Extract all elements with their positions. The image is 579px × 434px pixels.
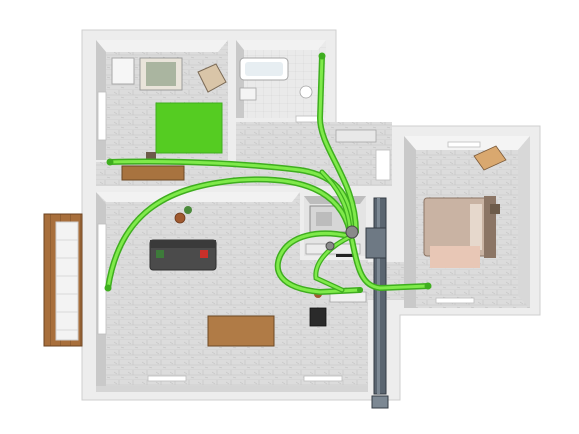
wardrobe	[111, 57, 135, 85]
pipe-highlight	[377, 198, 380, 394]
hallway-furniture	[335, 129, 391, 181]
plant-icon	[184, 206, 192, 214]
stairs-icon	[56, 239, 78, 331]
diffuser-bedroom-right	[424, 282, 432, 290]
bathroom-fixtures	[239, 57, 321, 123]
window-bedroom-right-top	[447, 141, 481, 148]
bedroom-left-furniture	[111, 57, 227, 181]
toilet-icon	[299, 85, 313, 99]
wall-shade-bottom	[96, 386, 368, 392]
wall-shade-bedroom-right-side	[404, 136, 416, 308]
bed-blanket	[146, 62, 176, 86]
bed-throw	[430, 246, 480, 268]
window-living-bottom-1	[147, 375, 187, 382]
bathtub-inner	[245, 62, 283, 76]
kitchen-unit	[309, 307, 327, 327]
armchair-icon	[197, 63, 227, 93]
diffuser-kitchen	[357, 287, 363, 293]
wall-shade-bathroom	[236, 40, 326, 50]
desk	[121, 165, 185, 181]
pipe-riser	[365, 197, 389, 409]
desk-right	[473, 145, 507, 171]
balcony-inner	[55, 221, 79, 341]
side-table	[174, 212, 186, 224]
hall-cabinet	[335, 129, 377, 143]
green-rug	[155, 102, 223, 154]
wall-shade-living-top	[96, 192, 300, 202]
bedroom-right-furniture	[423, 145, 507, 268]
ducts	[105, 53, 431, 296]
window-bedroom-left	[97, 91, 107, 141]
duct-branch-hallway-core	[320, 170, 352, 232]
sofa-cushion-red	[200, 250, 208, 258]
diffuser-living-window	[104, 284, 112, 292]
vent-unit-panel	[316, 212, 332, 226]
window-bedroom-right-bottom	[435, 297, 475, 304]
duct-supply-living-window-core	[106, 177, 352, 290]
bed-pillows	[470, 204, 482, 250]
duct-supply-bedroom-right-core	[350, 238, 430, 290]
door-icon	[375, 149, 391, 181]
balcony	[43, 213, 83, 347]
manifold-hub-main	[345, 225, 359, 239]
desk-chair	[146, 152, 156, 162]
duct-supply-kitchen-core	[276, 232, 362, 294]
diffusers	[104, 52, 432, 293]
pipe-junction	[365, 227, 387, 259]
duct-supply-bedroom-left-core	[108, 159, 354, 234]
bath-door	[295, 115, 321, 123]
duct-supply-bathroom-core	[318, 54, 358, 234]
wall-shade-bedroom-left	[96, 40, 228, 52]
bath-vanity	[239, 87, 257, 101]
diffuser-bedroom-left	[106, 158, 114, 166]
window-living-left	[97, 223, 107, 335]
nightstand	[490, 204, 500, 214]
window-living-bottom-2	[303, 375, 343, 382]
manifold-hub-lower	[325, 241, 335, 251]
sofa-back	[150, 240, 216, 248]
living-furniture	[149, 206, 367, 347]
manifolds	[325, 225, 359, 251]
wall-shade-bedroom-right-rside	[518, 136, 530, 308]
utility-black-strip	[336, 254, 354, 257]
pipe-base	[371, 395, 389, 409]
diffuser-bathroom	[318, 52, 326, 60]
windows	[97, 91, 481, 382]
duct-supply-kitchen-2-core	[314, 234, 354, 292]
sofa-cushion-green	[156, 250, 164, 258]
dining-table	[207, 315, 275, 347]
